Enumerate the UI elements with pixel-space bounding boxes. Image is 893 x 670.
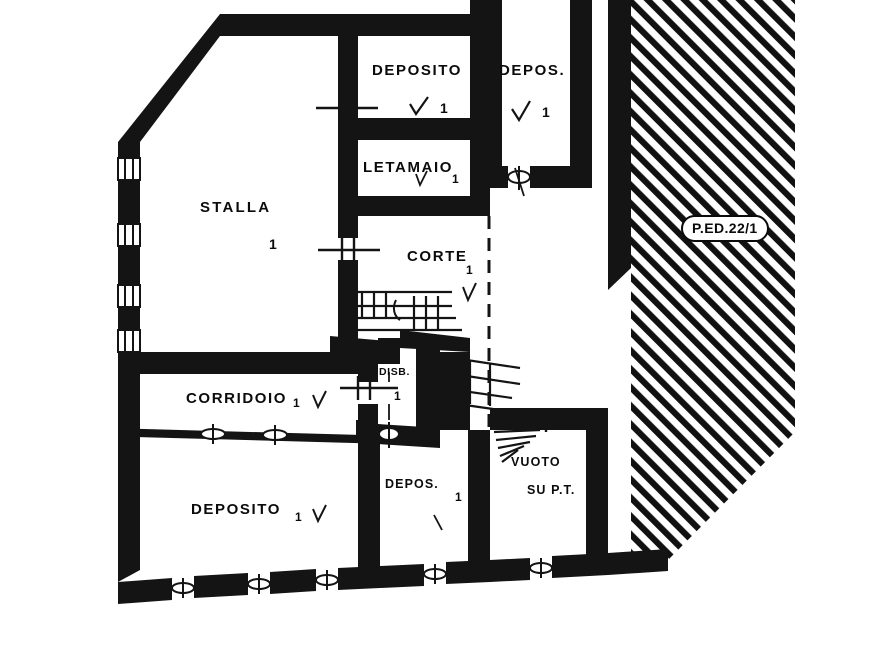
room-label-corridoio: CORRIDOIO	[186, 390, 288, 407]
adjoining-property-hatch	[631, 0, 795, 560]
check-mark-corridoio	[312, 390, 327, 410]
room-label-vuoto-line2: SU P.T.	[527, 483, 576, 497]
room-label-vuoto-line1: VUOTO	[511, 455, 561, 469]
room-label-deposito-top: DEPOSITO	[372, 62, 463, 79]
window-symbols	[117, 157, 553, 598]
check-mark-corte	[462, 282, 477, 303]
check-mark-depos-top-right	[511, 100, 531, 123]
room-number-depos-bottom: 1	[455, 490, 462, 504]
room-number-corridoio: 1	[293, 396, 300, 410]
room-label-letamaio: LETAMAIO	[363, 159, 454, 176]
room-number-letamaio: 1	[452, 172, 459, 186]
check-mark-deposito-bottom	[312, 504, 327, 524]
room-number-deposito-top: 1	[440, 100, 448, 116]
room-number-disb: 1	[394, 389, 401, 403]
room-number-stalla: 1	[269, 236, 277, 252]
room-label-depos-bottom: DEPOS.	[385, 477, 439, 491]
wall-structure	[118, 0, 668, 604]
room-label-corte: CORTE	[407, 248, 468, 265]
stair-winding	[493, 408, 548, 463]
stair-upper	[346, 290, 462, 332]
room-label-deposito-bottom: DEPOSITO	[191, 501, 282, 518]
room-label-depos-top-right: DEPOS.	[499, 62, 566, 79]
door-symbols	[316, 96, 398, 400]
annotation-ticks	[388, 167, 525, 531]
stair-middle	[439, 354, 521, 412]
room-number-deposito-bottom: 1	[295, 510, 302, 524]
room-number-depos-top-right: 1	[542, 104, 550, 120]
parcel-number-tag: P.ED.22/1	[681, 215, 769, 242]
check-mark-letamaio	[415, 170, 428, 188]
room-label-stalla: STALLA	[200, 199, 272, 216]
room-label-disb: DISB.	[379, 366, 411, 378]
room-outlines	[139, 428, 359, 444]
check-mark-deposito-top	[409, 96, 429, 117]
room-number-corte: 1	[466, 263, 473, 277]
